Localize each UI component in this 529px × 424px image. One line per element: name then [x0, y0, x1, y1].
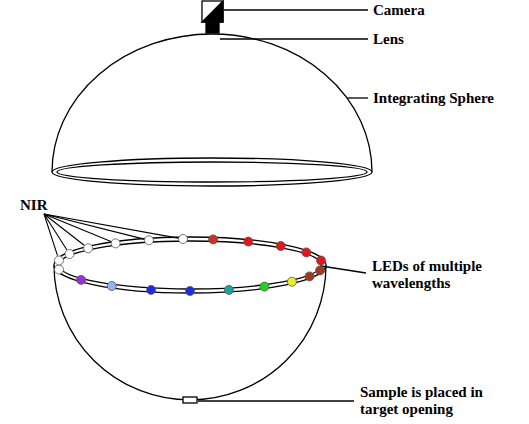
upper-rim-outer [52, 158, 372, 186]
led-dot [224, 285, 233, 294]
part-label: Lens [373, 31, 523, 48]
part-label: Camera [373, 2, 523, 19]
lower-rim-inner [59, 241, 321, 289]
led-dot [111, 239, 120, 248]
leader-line [220, 38, 368, 39]
target-opening [183, 397, 197, 403]
led-dot [260, 282, 269, 291]
led-dot [209, 235, 218, 244]
led-dot [144, 236, 153, 245]
leader-line [347, 97, 368, 98]
part-label: Sample is placed in target opening [360, 384, 522, 418]
led-dot [65, 250, 74, 259]
led-dot [305, 272, 314, 281]
leader-line [44, 214, 58, 256]
leader-line [44, 214, 144, 239]
led-dot [84, 244, 93, 253]
led-dot [186, 287, 195, 296]
part-label: NIR [20, 197, 80, 214]
lens-symbol [206, 23, 219, 33]
nir-leaders [44, 214, 178, 256]
camera-shade [202, 1, 223, 22]
upper-rim-inner [57, 162, 367, 182]
led-dot [302, 248, 311, 257]
part-label: LEDs of multiple wavelengths [372, 258, 522, 292]
led-dot [317, 256, 326, 265]
led-dot [147, 285, 156, 294]
leader-line [321, 266, 366, 273]
led-dot [107, 282, 116, 291]
led-dot [316, 266, 325, 275]
led-dot [287, 277, 296, 286]
upper-hemisphere [52, 34, 372, 172]
leader-line [224, 9, 368, 10]
camera-body [202, 1, 223, 22]
led-dot [55, 265, 64, 274]
leader-line [198, 400, 354, 401]
lower-rim-outer [54, 237, 326, 293]
led-dot [77, 275, 86, 284]
led-dot [179, 235, 188, 244]
led-dot [55, 256, 64, 265]
led-dot [276, 242, 285, 251]
leader-line [44, 214, 178, 238]
led-dot [244, 237, 253, 246]
led-ring [55, 235, 326, 296]
part-label: Integrating Sphere [373, 90, 525, 107]
